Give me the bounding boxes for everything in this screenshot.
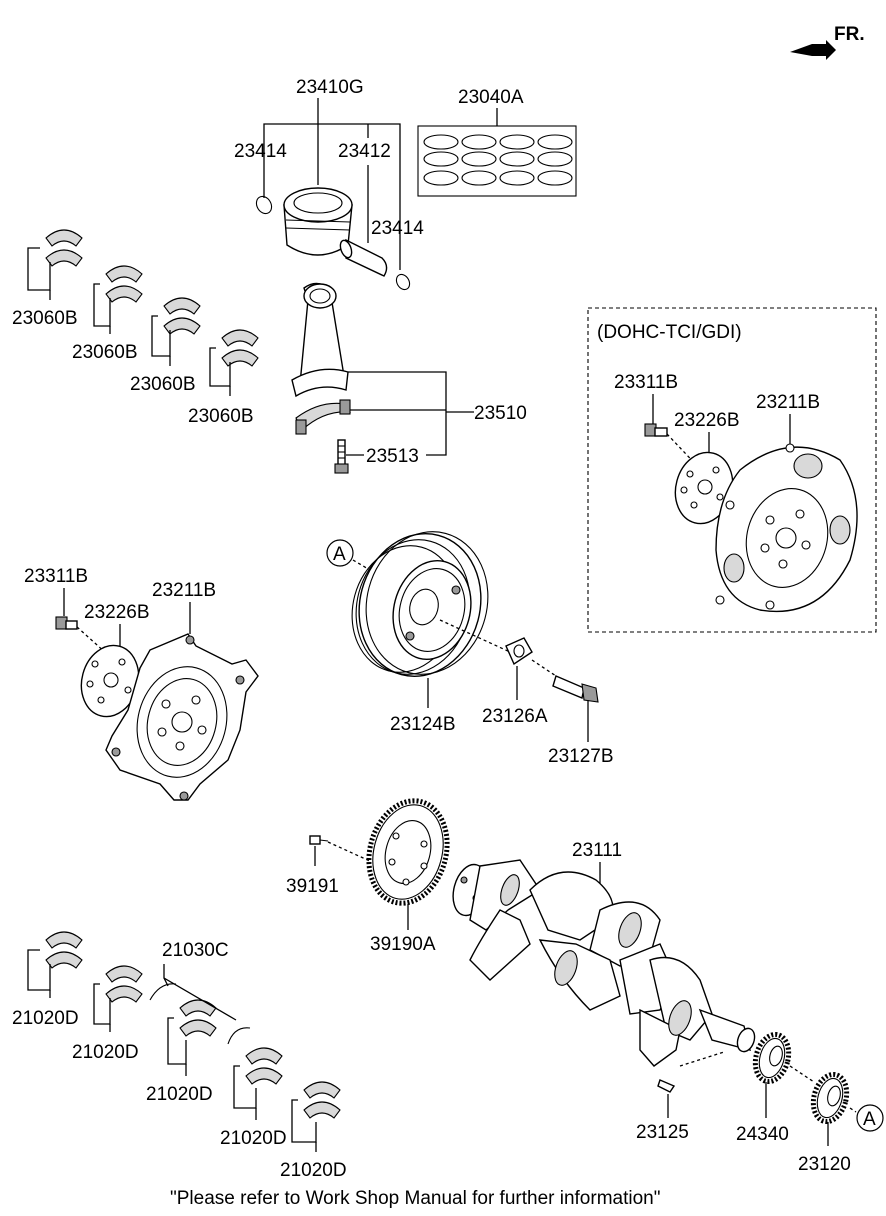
sprocket-group: 24340 A 23120 xyxy=(736,1031,884,1175)
ring-gear-group: 39191 39190A xyxy=(286,798,450,955)
label-23412: 23412 xyxy=(338,141,391,162)
label-21020d-2: 21020D xyxy=(72,1042,139,1063)
ring-gear-bolt xyxy=(309,835,329,845)
piston-assembly-group: 23410G 23414 23412 23414 xyxy=(234,77,424,291)
label-23060b-4: 23060B xyxy=(188,406,254,427)
label-21020d-3: 21020D xyxy=(146,1084,213,1105)
label-23414-right: 23414 xyxy=(371,218,424,239)
label-23060b-1: 23060B xyxy=(12,308,78,329)
thrust-bearing: 21030C xyxy=(149,940,251,1045)
label-23414-left: 23414 xyxy=(234,141,287,162)
marker-a-bottom: A xyxy=(856,1104,884,1132)
label-23410g: 23410G xyxy=(296,77,364,98)
main-bearing-2: 21020D xyxy=(72,965,143,1063)
rod-bearing-1: 23060B xyxy=(12,229,83,329)
label-21020d-5: 21020D xyxy=(280,1160,347,1181)
rod-bearing-2: 23060B xyxy=(72,265,143,363)
variant-box-title: (DOHC-TCI/GDI) xyxy=(597,322,742,343)
box-drive-plate xyxy=(674,451,734,525)
label-39191: 39191 xyxy=(286,876,339,897)
main-bearing-5: 21020D xyxy=(280,1081,347,1181)
crankshaft xyxy=(452,859,756,1067)
label-23510: 23510 xyxy=(474,403,527,424)
snap-ring-left xyxy=(255,195,273,215)
variant-box: (DOHC-TCI/GDI) 23311B 23226B 23211B xyxy=(587,307,877,633)
label-23060b-2: 23060B xyxy=(72,342,138,363)
drive-plate xyxy=(80,644,140,718)
pulley-washer xyxy=(505,637,533,666)
front-direction-indicator: FR. xyxy=(790,24,865,60)
flywheel-group: 23311B 23226B 23211B xyxy=(24,566,259,801)
label-23211b-box: 23211B xyxy=(756,392,820,413)
rod-bolt xyxy=(334,439,349,474)
label-23124b: 23124B xyxy=(390,714,456,735)
piston-pin xyxy=(345,238,388,277)
label-23211b: 23211B xyxy=(152,580,216,601)
label-21020d-1: 21020D xyxy=(12,1008,79,1029)
rod-bearing-4: 23060B xyxy=(188,329,259,427)
marker-a-top: A xyxy=(326,539,354,567)
snap-ring-right xyxy=(395,273,411,291)
label-23126a: 23126A xyxy=(482,706,548,727)
box-flywheel xyxy=(715,443,858,613)
footer-note: "Please refer to Work Shop Manual for fu… xyxy=(170,1188,660,1209)
woodruff-key xyxy=(657,1079,676,1093)
label-23127b: 23127B xyxy=(548,746,614,767)
label-23060b-3: 23060B xyxy=(130,374,196,395)
drive-bolt xyxy=(55,616,78,630)
marker-a-bottom-label: A xyxy=(863,1109,876,1130)
label-23040a: 23040A xyxy=(458,87,524,108)
label-23226b-box: 23226B xyxy=(674,410,740,431)
label-24340: 24340 xyxy=(736,1124,789,1145)
main-bearing-4: 21020D xyxy=(220,1047,287,1149)
rod-bearing-3: 23060B xyxy=(130,297,201,395)
main-bearings-group: 21020D 21020D 21020D 21020D xyxy=(12,931,347,1181)
main-bearing-1: 21020D xyxy=(12,931,83,1029)
piston-rings xyxy=(423,134,573,186)
label-23226b: 23226B xyxy=(84,602,150,623)
box-bolt xyxy=(644,423,668,437)
ring-gear xyxy=(366,798,450,906)
label-23311b: 23311B xyxy=(24,566,88,587)
timing-sprocket xyxy=(752,1031,792,1085)
fr-label: FR. xyxy=(834,24,865,45)
label-23311b-box: 23311B xyxy=(614,372,678,393)
crankshaft-group: 23111 23125 xyxy=(452,840,756,1143)
label-21020d-4: 21020D xyxy=(220,1128,287,1149)
label-39190a: 39190A xyxy=(370,934,436,955)
drive-flywheel xyxy=(105,633,259,801)
pulley-bolt xyxy=(552,675,599,703)
label-23125: 23125 xyxy=(636,1122,689,1143)
rod-bearings-group: 23060B 23060B 23060B 23060B xyxy=(12,229,259,427)
label-23120: 23120 xyxy=(798,1154,851,1175)
piston-ring-set-group: 23040A xyxy=(417,87,577,197)
damper-pulley xyxy=(351,531,489,677)
label-23111: 23111 xyxy=(572,840,622,861)
label-21030c: 21030C xyxy=(162,940,229,961)
connecting-rod-group: 23510 23513 xyxy=(291,282,527,474)
main-bearing-3: 21020D xyxy=(146,999,217,1105)
crank-sprocket xyxy=(810,1071,850,1125)
damper-pulley-group: A 23124B 23126A 23127B xyxy=(326,531,614,767)
arrow-front-icon xyxy=(790,40,836,60)
marker-a-top-label: A xyxy=(333,544,346,565)
label-23513: 23513 xyxy=(366,446,419,467)
